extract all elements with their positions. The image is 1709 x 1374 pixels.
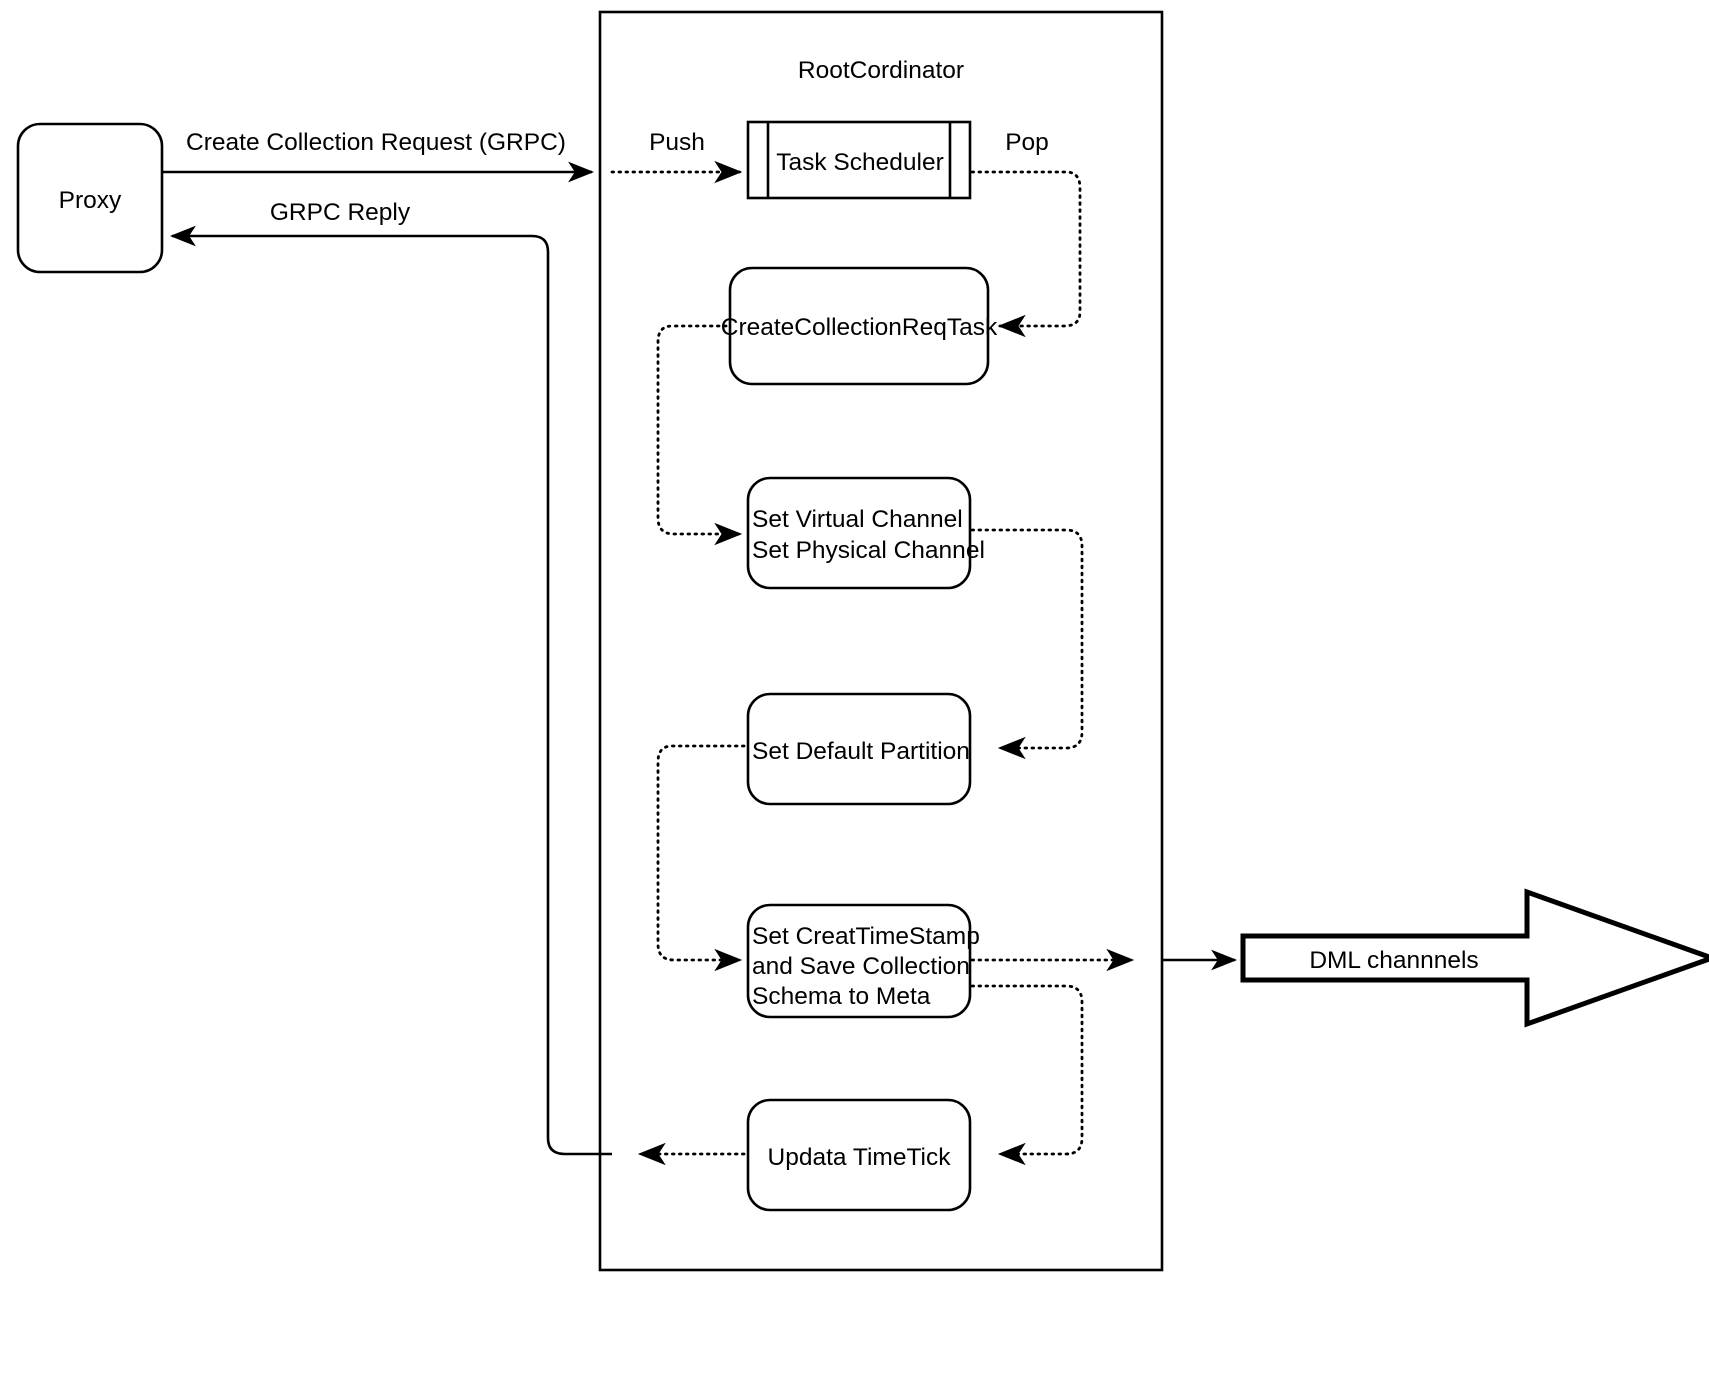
node-set-default-partition-label: Set Default Partition	[752, 738, 970, 765]
edge-push-label: Push	[649, 129, 705, 156]
edge-pop-label: Pop	[1005, 129, 1049, 156]
node-updata-timetick[interactable]: Updata TimeTick	[746, 1098, 972, 1212]
edge-create-collection-request-label: Create Collection Request (GRPC)	[186, 129, 566, 156]
node-set-channels[interactable]: Set Virtual Channel Set Physical Channel	[746, 476, 985, 590]
node-dml-channels-label: DML channnels	[1309, 947, 1478, 974]
node-dml-channels[interactable]: DML channnels	[1240, 888, 1709, 1028]
edge-create-collection-request: Create Collection Request (GRPC)	[162, 129, 595, 183]
node-proxy-label: Proxy	[59, 187, 122, 214]
node-task-scheduler-label: Task Scheduler	[776, 149, 944, 176]
root-coordinator-group-label: RootCordinator	[798, 57, 964, 84]
node-set-channels-label-line-2: Set Physical Channel	[752, 537, 985, 564]
node-proxy[interactable]: Proxy	[16, 122, 164, 274]
edge-pop: Pop	[970, 129, 1082, 338]
edge-task-to-set-channels	[656, 324, 743, 546]
node-set-default-partition[interactable]: Set Default Partition	[746, 692, 972, 806]
node-set-createtimestamp-label-line-1: Set CreatTimeStamp	[752, 923, 980, 950]
node-task-scheduler[interactable]: Task Scheduler	[746, 120, 972, 200]
edge-default-partition-to-createtimestamp	[656, 744, 746, 972]
node-set-createtimestamp[interactable]: Set CreatTimeStamp and Save Collection S…	[746, 903, 980, 1019]
node-updata-timetick-label: Updata TimeTick	[768, 1144, 952, 1171]
edge-push: Push	[610, 129, 743, 184]
edge-createtimestamp-to-timetick	[970, 984, 1084, 1166]
edge-grpc-reply: GRPC Reply	[169, 199, 746, 1166]
edge-grpc-reply-label: GRPC Reply	[270, 199, 411, 226]
root-coordinator-group: RootCordinator	[598, 10, 1164, 1272]
node-set-channels-label-line-1: Set Virtual Channel	[752, 506, 963, 533]
node-set-createtimestamp-label-line-2: and Save Collection	[752, 953, 970, 980]
edge-set-channels-to-default-partition	[970, 528, 1084, 760]
node-set-createtimestamp-label-line-3: Schema to Meta	[752, 983, 931, 1010]
node-create-collection-req-task[interactable]: CreateCollectionReqTask	[721, 266, 998, 386]
node-create-collection-req-task-label: CreateCollectionReqTask	[721, 314, 998, 341]
